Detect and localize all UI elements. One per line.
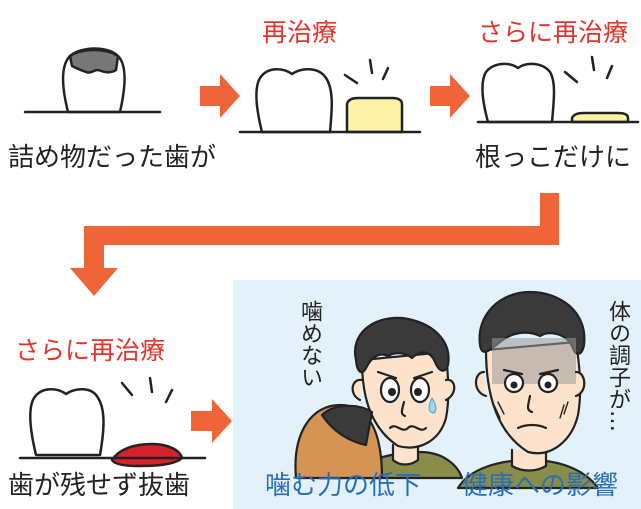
- step1-caption: 詰め物だった歯が: [8, 143, 217, 173]
- arrow-down-left-icon: [70, 193, 559, 296]
- step2-title: 再治療: [262, 18, 338, 47]
- arrow-right-icon: [430, 74, 470, 118]
- chewing-thought: 噛めない: [297, 300, 322, 388]
- step4-caption: 歯が残せず抜歯: [8, 471, 191, 501]
- arrow-right-icon: [191, 399, 232, 443]
- health-caption: 健康への影響: [462, 471, 619, 501]
- tooth-with-filling-icon: [23, 47, 162, 114]
- worried-man-illustration: [294, 316, 464, 480]
- tooth-root-only-icon: [476, 55, 640, 124]
- step3-caption: 根っこだけに: [475, 143, 632, 173]
- tooth-retreated-icon: [238, 58, 422, 134]
- arrow-right-icon: [200, 74, 240, 118]
- unwell-man-illustration: [456, 290, 600, 490]
- step4-title: さらに再治療: [15, 336, 166, 365]
- chewing-caption: 噛む力の低下: [265, 471, 422, 501]
- health-thought: 体の調子が…: [605, 300, 630, 432]
- step3-title: さらに再治療: [478, 18, 629, 47]
- tooth-extracted-icon: [18, 376, 207, 468]
